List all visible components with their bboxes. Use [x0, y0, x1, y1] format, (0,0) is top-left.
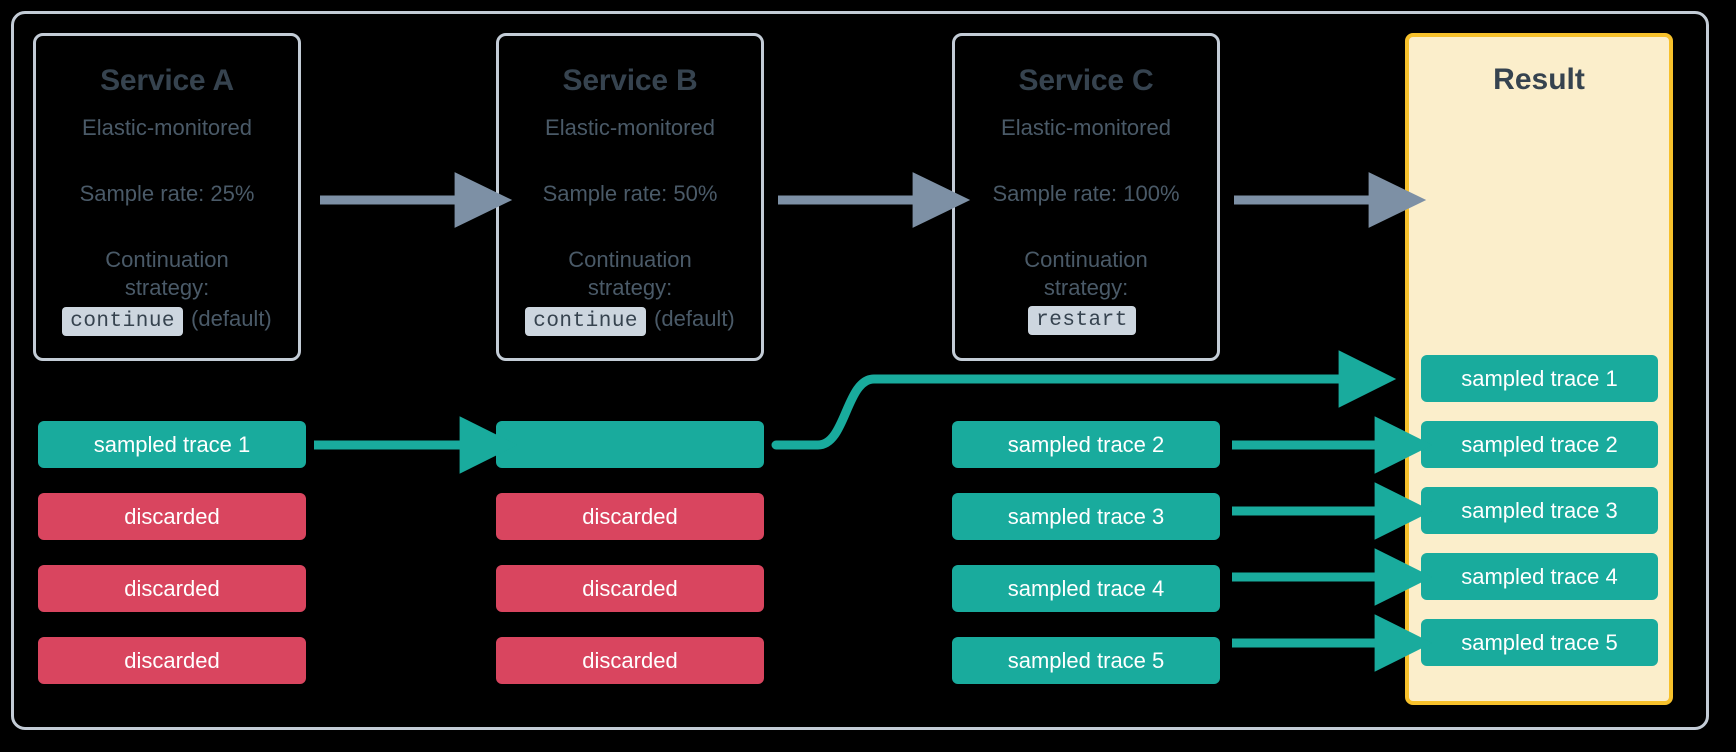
service-b-strategy-line2: strategy:	[587, 274, 673, 300]
service-card-b: Service B Elastic-monitored Sample rate:…	[496, 33, 764, 361]
service-b-trace-3: discarded	[496, 565, 764, 612]
result-trace-3: sampled trace 3	[1421, 487, 1658, 534]
result-trace-2: sampled trace 2	[1421, 421, 1658, 468]
service-a-trace-4: discarded	[38, 637, 306, 684]
service-c-strategy-label: Continuation strategy:	[955, 246, 1217, 302]
service-b-sample-rate: Sample rate: 50%	[542, 181, 718, 207]
service-a-trace-2: discarded	[38, 493, 306, 540]
result-trace-1: sampled trace 1	[1421, 355, 1658, 402]
diagram-outer-frame	[11, 11, 1709, 730]
service-c-monitored: Elastic-monitored	[1001, 115, 1171, 140]
service-a-strategy-value: continue	[62, 307, 184, 337]
service-a-strategy-row: continue (default)	[36, 306, 298, 337]
service-a-trace-1: sampled trace 1	[38, 421, 306, 468]
service-c-title: Service C	[1018, 64, 1154, 97]
service-c-sample-rate: Sample rate: 100%	[992, 181, 1180, 207]
service-a-strategy-line2: strategy:	[124, 274, 210, 300]
service-c-trace-4: sampled trace 5	[952, 637, 1220, 684]
service-b-trace-2: discarded	[496, 493, 764, 540]
service-a-sample-rate: Sample rate: 25%	[79, 181, 255, 207]
service-card-a: Service A Elastic-monitored Sample rate:…	[33, 33, 301, 361]
service-b-trace-1	[496, 421, 764, 468]
service-a-trace-3: discarded	[38, 565, 306, 612]
service-b-strategy-value: continue	[525, 307, 647, 337]
service-b-strategy-note: (default)	[654, 306, 735, 332]
service-a-strategy-note: (default)	[191, 306, 272, 332]
service-c-strategy-line1: Continuation	[1024, 246, 1148, 272]
service-b-strategy-line1: Continuation	[568, 246, 692, 272]
service-c-trace-2: sampled trace 3	[952, 493, 1220, 540]
service-c-trace-3: sampled trace 4	[952, 565, 1220, 612]
service-a-title: Service A	[100, 64, 234, 97]
service-b-strategy-label: Continuation strategy:	[499, 246, 761, 302]
service-c-strategy-row: restart	[955, 306, 1217, 336]
service-b-trace-4: discarded	[496, 637, 764, 684]
result-trace-5: sampled trace 5	[1421, 619, 1658, 666]
service-c-strategy-value: restart	[1028, 306, 1136, 336]
service-a-strategy-label: Continuation strategy:	[36, 246, 298, 302]
result-trace-4: sampled trace 4	[1421, 553, 1658, 600]
service-card-c: Service C Elastic-monitored Sample rate:…	[952, 33, 1220, 361]
service-b-strategy-row: continue (default)	[499, 306, 761, 337]
service-c-strategy-line2: strategy:	[1043, 274, 1129, 300]
service-a-monitored: Elastic-monitored	[82, 115, 252, 140]
service-b-monitored: Elastic-monitored	[545, 115, 715, 140]
service-b-title: Service B	[562, 64, 698, 97]
service-c-trace-1: sampled trace 2	[952, 421, 1220, 468]
service-a-strategy-line1: Continuation	[105, 246, 229, 272]
result-title: Result	[1493, 63, 1585, 96]
